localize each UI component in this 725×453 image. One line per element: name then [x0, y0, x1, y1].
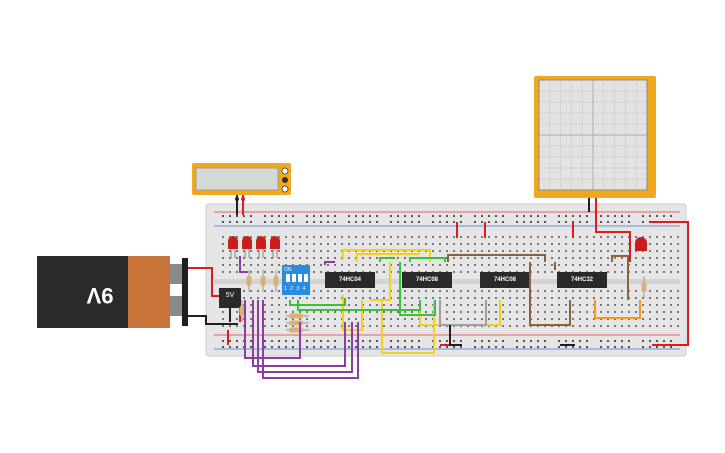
ic-chip-74hc08-b[interactable] — [480, 272, 530, 288]
ic-chip-74hc04[interactable] — [325, 272, 375, 288]
ic-chip-74hc32[interactable] — [557, 272, 607, 288]
dip-switch-on-label: ON — [284, 267, 292, 273]
battery-9v[interactable] — [37, 256, 238, 328]
dip-switch[interactable] — [282, 265, 310, 295]
dip-switch-numbers: 1 2 3 4 — [284, 286, 307, 292]
led-group[interactable] — [228, 236, 647, 258]
chip-label-74hc32: 74HC32 — [570, 277, 593, 283]
battery-label: 9V — [86, 283, 114, 308]
breadboard-holes — [222, 215, 679, 348]
ic-chip-74hc08-a[interactable] — [402, 272, 452, 288]
chip-label-74hc08-a: 74HC08 — [415, 277, 438, 283]
wires[interactable] — [227, 212, 689, 379]
chip-label-74hc08-b: 74HC08 — [493, 277, 516, 283]
chip-label-74hc04: 74HC04 — [338, 277, 361, 283]
oscilloscope[interactable] — [534, 76, 656, 212]
resistor-group[interactable] — [239, 270, 647, 333]
multimeter[interactable] — [192, 163, 291, 215]
regulator-label: 5V — [225, 292, 235, 299]
